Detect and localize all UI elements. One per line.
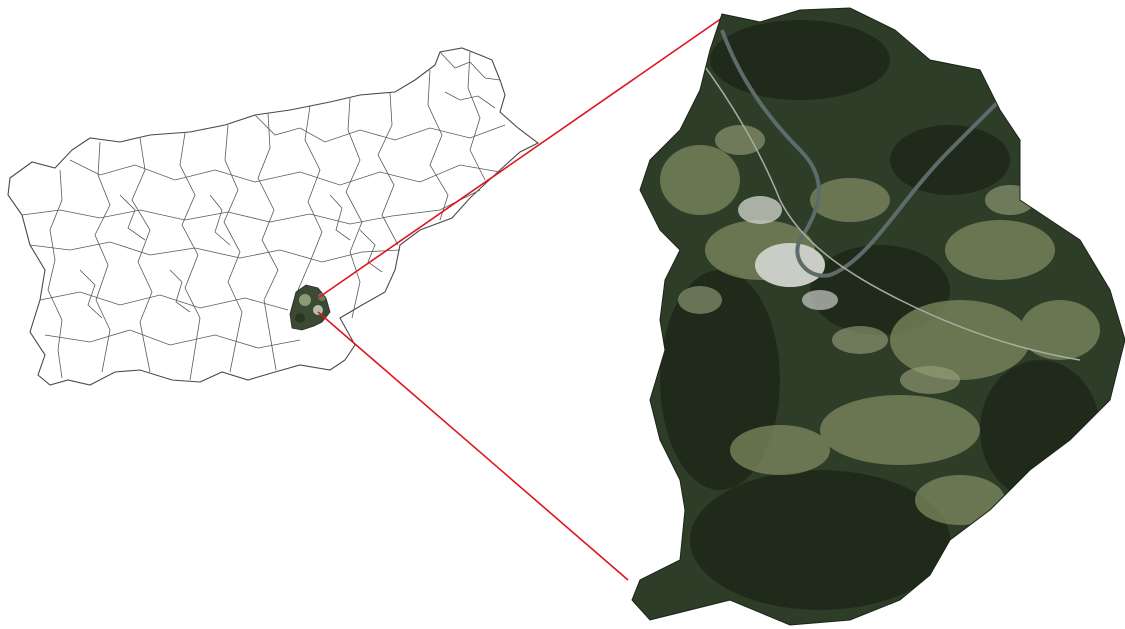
callout-line-bottom bbox=[317, 311, 629, 581]
urban-area bbox=[738, 196, 838, 310]
overview-map bbox=[7, 47, 540, 386]
field-highlights bbox=[678, 125, 1035, 394]
aerial-detail-map bbox=[632, 8, 1125, 625]
forest-areas bbox=[660, 20, 1100, 610]
callout-lines bbox=[317, 17, 723, 581]
road bbox=[699, 59, 1081, 361]
municipality-boundaries bbox=[21, 51, 506, 381]
municipality-outline bbox=[631, 7, 1125, 626]
callout-line-top bbox=[317, 17, 723, 299]
selected-municipality-outline bbox=[289, 284, 331, 331]
river bbox=[720, 29, 1022, 278]
country-outline bbox=[7, 47, 540, 386]
